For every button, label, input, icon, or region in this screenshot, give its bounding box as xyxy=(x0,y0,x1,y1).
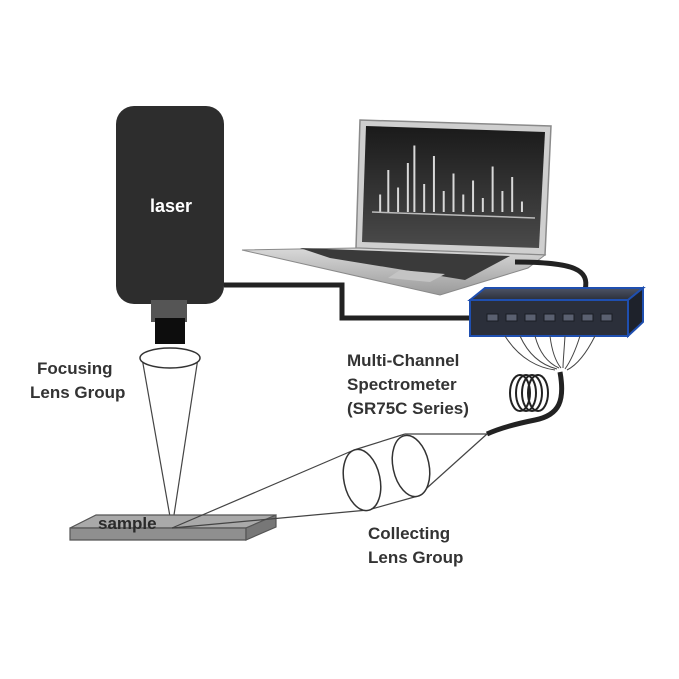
multi-channel-spectrometer xyxy=(467,285,646,339)
laser-body xyxy=(116,106,224,304)
sample-plate xyxy=(69,514,277,541)
focusing-lens-label-line1: Focusing xyxy=(37,359,113,378)
laptop-to-spectrometer-cable xyxy=(514,259,589,291)
spectrometer-label-line1: Multi-Channel xyxy=(347,351,460,370)
focusing-beam xyxy=(141,357,199,529)
spectrum-baseline xyxy=(371,211,536,219)
fiber-main-cable xyxy=(485,371,565,437)
laptop-keyboard xyxy=(300,248,510,280)
laptop xyxy=(241,119,552,296)
laser-label: laser xyxy=(150,196,193,216)
laser-unit xyxy=(116,106,224,344)
laser-to-spectrometer-cable xyxy=(224,282,470,321)
spectrometer-port xyxy=(562,313,575,322)
collecting-lens-icon xyxy=(342,434,431,512)
fiber-coil xyxy=(509,374,549,412)
focusing-lens-label-line2: Lens Group xyxy=(30,383,126,402)
sample-label: sample xyxy=(98,514,157,533)
spectrometer-port xyxy=(486,313,499,322)
spectrometer-port xyxy=(505,313,518,322)
fiber-bundle xyxy=(504,335,596,371)
spectrometer-label-line2: Spectrometer xyxy=(347,375,457,394)
spectrum-plot xyxy=(371,145,536,219)
laser-output-tube xyxy=(155,318,185,344)
spectrometer-port xyxy=(524,313,537,322)
spectrometer-port xyxy=(581,313,594,322)
laser-output-nozzle xyxy=(151,300,187,322)
spectrometer-ports xyxy=(486,313,613,322)
spectrometer-port xyxy=(543,313,556,322)
collecting-lens-label-line1: Collecting xyxy=(368,524,451,543)
cables xyxy=(224,259,589,321)
focusing-lens-icon xyxy=(139,347,201,369)
laptop-touchpad xyxy=(388,270,445,282)
spectrometer-top xyxy=(467,287,646,301)
collecting-lens-label-line2: Lens Group xyxy=(368,548,464,567)
spectrometer-port xyxy=(600,313,613,322)
spectrometer-label-line3: (SR75C Series) xyxy=(347,399,469,418)
collecting-rays xyxy=(171,433,488,529)
sample-front xyxy=(69,527,247,541)
